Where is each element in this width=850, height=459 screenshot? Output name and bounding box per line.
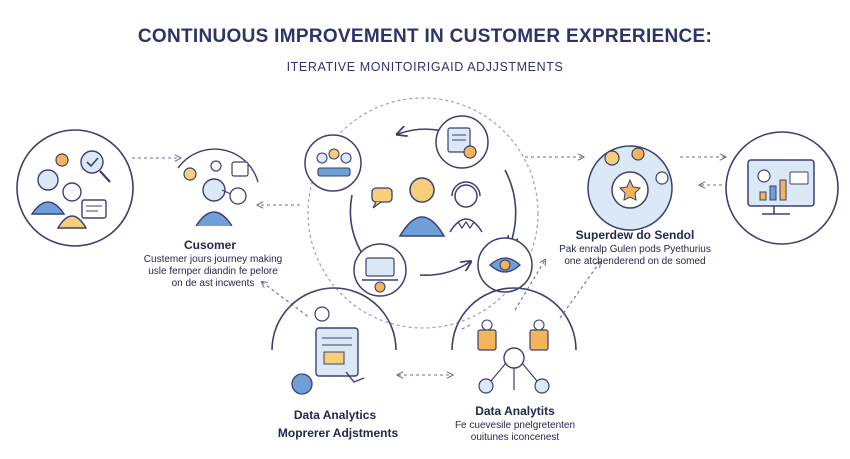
connector-customer-to-analytics [262, 282, 311, 319]
connector-analytics-to-center [514, 260, 545, 311]
bottom-right-description: Fe cuevesile pnelgretenten ouitunes icon… [430, 420, 600, 444]
refresh-eye-icon [477, 237, 533, 293]
cycle-arrow-bottom [419, 262, 470, 276]
bottom-left-subheading: Moprerer Adjstments [277, 426, 399, 440]
connector-analytics-to-right [559, 262, 600, 319]
person-network-icon [177, 148, 259, 227]
page-subtitle: ITERATIVE MONITOIRIGAID ADJJSTMENTS [286, 60, 564, 74]
customer-line-2: usle fernper diandin fe pelore [148, 266, 278, 277]
customer-heading: Cusomer [183, 238, 236, 252]
cycle-arrow-right [504, 169, 516, 245]
customer-description: Custemer jours journey making usle fernp… [128, 254, 298, 290]
page-title: CONTINUOUS IMPROVEMENT IN CUSTOMER EXPRE… [137, 26, 713, 47]
central-dashed-ring [307, 97, 539, 329]
team-gear-icon [16, 129, 134, 247]
customer-line-1: Custemer jours journey making [143, 254, 283, 265]
people-network-icon [451, 287, 577, 394]
right-node-description: Pak enralp Gulen pods Pyethurius one atc… [540, 244, 730, 268]
bottom-left-heading: Data Analytics [293, 408, 377, 422]
support-agent-icon [449, 181, 483, 233]
dashboard-monitor-icon [725, 131, 839, 245]
laptop-gear-icon [353, 243, 407, 297]
bottom-right-line-1: Fe cuevesile pnelgretenten [454, 420, 576, 431]
connector-short [459, 324, 471, 331]
right-node-heading: Superdew do Sendol [575, 228, 695, 242]
chat-icon [371, 187, 393, 209]
bottom-right-heading: Data Analytits [475, 404, 555, 418]
right-node-line-1: Pak enralp Gulen pods Pyethurius [559, 244, 711, 255]
meeting-icon [304, 134, 362, 192]
right-node-line-2: one atchenderend on de somed [564, 256, 706, 267]
gear-star-icon [587, 145, 673, 231]
bottom-right-line-2: ouitunes iconcenest [470, 432, 560, 443]
customer-line-3: on de ast incwents [171, 278, 255, 289]
user-icon [398, 177, 446, 237]
analytics-document-icon [271, 287, 397, 395]
document-gear-icon [435, 115, 489, 169]
